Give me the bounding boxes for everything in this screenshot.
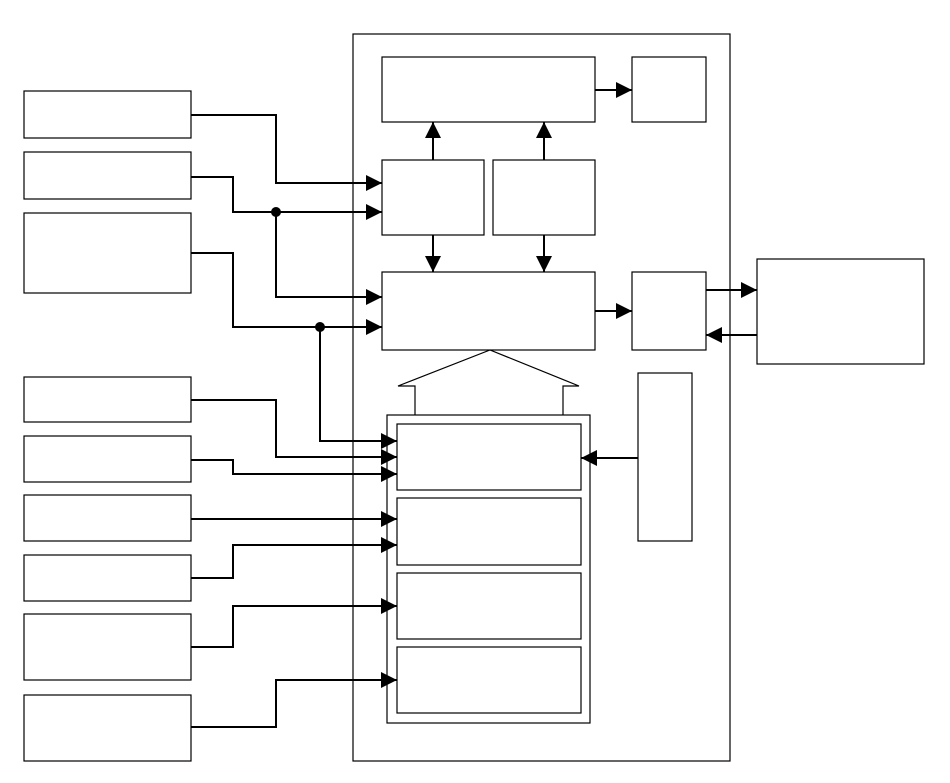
bus-arrow — [397, 349, 580, 415]
wire-input-4 — [191, 399, 397, 465]
middle-right-block — [492, 159, 596, 236]
wire-input-9 — [191, 672, 397, 728]
top-right-block — [631, 56, 707, 123]
wire-branch-to-central — [275, 212, 382, 305]
wire-input-3 — [191, 252, 382, 335]
input-block-5 — [23, 435, 192, 483]
input-block-7 — [23, 554, 192, 602]
module-4 — [396, 646, 582, 714]
module-1 — [396, 423, 582, 491]
input-block-8 — [23, 613, 192, 681]
module-3 — [396, 572, 582, 640]
interface-block — [631, 271, 707, 351]
junction-dot-1 — [271, 207, 281, 217]
wire-input-1 — [191, 114, 382, 191]
wire-input-5 — [191, 459, 397, 482]
wire-input-7 — [191, 537, 397, 579]
input-block-4 — [23, 376, 192, 423]
input-block-9 — [23, 694, 192, 762]
central-block — [381, 271, 596, 351]
module-2 — [396, 497, 582, 566]
input-block-3 — [23, 212, 192, 294]
wire-input-8 — [191, 598, 397, 648]
input-block-2 — [23, 151, 192, 200]
input-block-1 — [23, 90, 192, 139]
wire-branch-to-module-1 — [319, 327, 397, 449]
vertical-side-block — [637, 372, 693, 542]
junction-dot-2 — [315, 322, 325, 332]
external-block — [756, 258, 925, 365]
input-block-6 — [23, 494, 192, 542]
top-wide-block — [381, 56, 596, 123]
wire-input-2 — [191, 176, 382, 220]
middle-left-block — [381, 159, 485, 236]
